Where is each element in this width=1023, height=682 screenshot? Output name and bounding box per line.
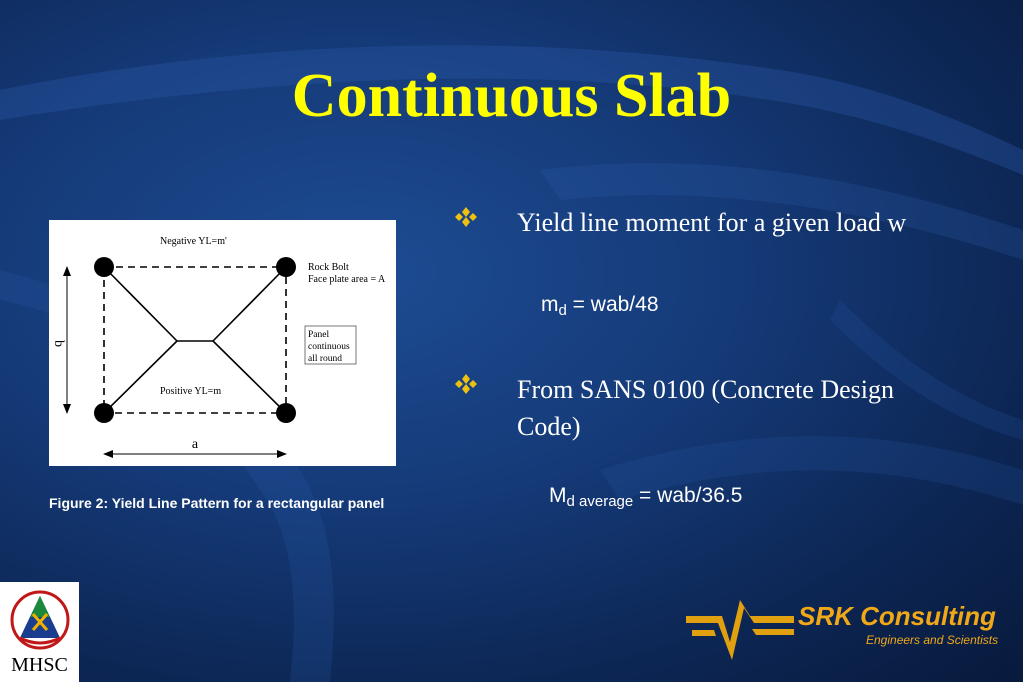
mhsc-logo-text: MHSC	[11, 654, 68, 676]
dimension-a-arrow-right	[277, 450, 287, 458]
formula-equals: =	[633, 484, 658, 507]
dimension-b-arrow-top	[63, 266, 71, 276]
formula-expression: wab/48	[590, 293, 659, 316]
rock-bolt-tl	[94, 257, 114, 277]
rock-bolt-label: Rock Bolt	[308, 262, 349, 273]
formula-equals: =	[566, 293, 591, 316]
formula-md: md = wab/48	[541, 293, 659, 319]
yield-line-bl	[103, 340, 178, 414]
dimension-b-label: b	[51, 340, 66, 347]
formula-subscript: d	[558, 302, 567, 319]
mhsc-logo: MHSC	[0, 582, 79, 682]
diamond-bullet-icon	[455, 207, 477, 227]
yield-line-diagram: b a Negative YL=m' Rock Bolt Face plate …	[51, 236, 386, 458]
formula-expression: wab/36.5	[657, 484, 743, 507]
srk-logo-name: SRK Consulting	[798, 601, 996, 631]
panel-note-box	[304, 325, 357, 365]
yield-line-tl	[103, 266, 178, 342]
srk-logo-mark-icon	[686, 600, 794, 660]
formula-subscript: d average	[566, 493, 634, 510]
panel-note-line-2: continuous	[308, 342, 350, 352]
mhsc-emblem-icon	[10, 590, 70, 650]
yield-line-figure: b a Negative YL=m' Rock Bolt Face plate …	[49, 220, 396, 466]
figure-caption: Figure 2: Yield Line Pattern for a recta…	[49, 495, 385, 511]
dimension-b-arrow-bottom	[63, 404, 71, 414]
rock-bolt-tr	[276, 257, 296, 277]
formula-symbol: m	[541, 293, 559, 316]
panel-note-line-1: Panel	[308, 330, 329, 340]
positive-yl-label: Positive YL=m	[160, 386, 221, 397]
formula-symbol: M	[549, 484, 567, 507]
negative-yl-label: Negative YL=m'	[160, 236, 227, 247]
yield-line-br	[212, 340, 287, 414]
rock-bolt-br	[276, 403, 296, 423]
panel-note-line-3: all round	[308, 354, 342, 364]
rock-bolt-bl	[94, 403, 114, 423]
dimension-a-arrow-left	[103, 450, 113, 458]
diamond-bullet-icon	[455, 374, 477, 394]
dimension-a-label: a	[192, 437, 199, 452]
slide-title: Continuous Slab	[291, 62, 732, 130]
srk-logo-tagline: Engineers and Scientists	[866, 633, 999, 647]
bullet-text: Yield line moment for a given load w	[517, 208, 907, 237]
panel-outline	[103, 266, 287, 414]
face-plate-label: Face plate area = A	[308, 274, 386, 285]
yield-line-tr	[212, 266, 287, 342]
formula-md-average: Md average = wab/36.5	[549, 484, 742, 510]
bullet-text: From SANS 0100 (Concrete Design Code)	[517, 375, 894, 441]
